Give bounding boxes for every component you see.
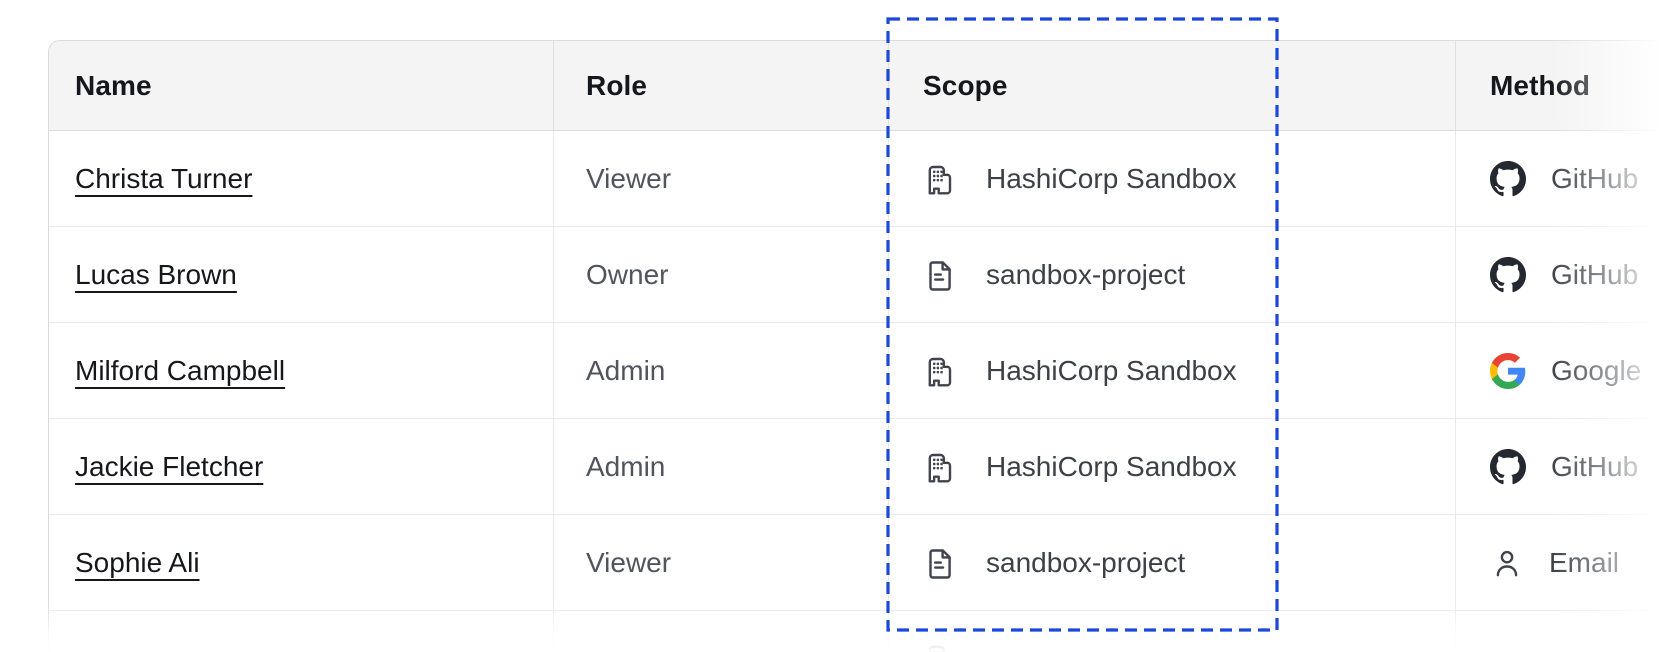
column-header-label: Name — [75, 69, 152, 101]
role-cell — [554, 611, 889, 652]
file-text-icon — [929, 260, 951, 291]
scope-icon-slot — [923, 450, 957, 484]
name-cell: Christa Turner — [49, 131, 554, 226]
method-icon-slot — [1490, 352, 1526, 389]
member-name-link[interactable]: Sophie Ali — [75, 546, 200, 578]
method-icon-slot — [1490, 448, 1526, 485]
column-header-name: Name — [49, 41, 554, 130]
github-icon — [1490, 448, 1526, 484]
column-header-label: Role — [586, 69, 648, 101]
member-role: Admin — [586, 354, 666, 386]
role-cell: Admin — [554, 323, 889, 418]
organization-icon — [928, 165, 952, 194]
method-cell: Google — [1456, 323, 1672, 418]
table-row: Sophie Ali Viewer sandbox-project Email — [49, 515, 1672, 611]
method-label: GitHub — [1551, 450, 1639, 482]
member-name-link[interactable]: Jackie Fletcher — [75, 450, 264, 482]
role-cell: Viewer — [554, 131, 889, 226]
role-cell: Admin — [554, 419, 889, 514]
member-name-link[interactable]: Milford Campbell — [75, 354, 286, 386]
github-icon — [1490, 160, 1526, 196]
scope-icon-slot — [923, 546, 957, 580]
scope-cell: sandbox-project — [889, 227, 1456, 322]
table-body: Christa Turner Viewer HashiCorp Sandbox — [49, 131, 1672, 652]
table-header-row: Name Role Scope Method — [49, 41, 1672, 131]
scope-label: sandbox-project — [986, 546, 1186, 578]
organization-icon — [928, 453, 952, 482]
method-label: Email — [1549, 546, 1620, 578]
name-cell: Jackie Fletcher — [49, 419, 554, 514]
organization-icon — [928, 357, 952, 386]
member-role: Viewer — [586, 546, 672, 578]
table-row: Lucas Brown Owner sandbox-project GitHub — [49, 227, 1672, 323]
table-row — [49, 611, 1672, 652]
scope-cell — [889, 611, 1456, 652]
member-role: Owner — [586, 258, 669, 290]
member-name-link[interactable]: Christa Turner — [75, 162, 253, 194]
member-role: Admin — [586, 450, 666, 482]
column-header-scope: Scope — [889, 41, 1456, 130]
scope-icon-slot — [923, 354, 957, 388]
method-label: Google — [1551, 354, 1642, 386]
scope-label: HashiCorp Sandbox — [986, 450, 1237, 482]
table-row: Milford Campbell Admin HashiCorp Sandbox — [49, 323, 1672, 419]
table-row: Christa Turner Viewer HashiCorp Sandbox — [49, 131, 1672, 227]
scope-icon-slot — [923, 642, 957, 652]
method-icon-slot — [1490, 160, 1526, 197]
github-icon — [1490, 256, 1526, 292]
method-icon-slot — [1490, 546, 1524, 580]
name-cell — [49, 611, 554, 652]
method-cell: Email — [1456, 515, 1672, 610]
column-header-label: Scope — [923, 69, 1008, 101]
method-cell: GitHub — [1456, 227, 1672, 322]
method-icon-slot — [1490, 256, 1526, 293]
method-cell: GitHub — [1456, 419, 1672, 514]
table-row: Jackie Fletcher Admin HashiCorp Sandbox — [49, 419, 1672, 515]
column-header-role: Role — [554, 41, 889, 130]
column-header-method: Method — [1456, 41, 1672, 130]
name-cell: Milford Campbell — [49, 323, 554, 418]
google-icon — [1490, 352, 1526, 389]
organization-icon — [928, 645, 945, 652]
method-cell — [1456, 611, 1672, 652]
scope-cell: sandbox-project — [889, 515, 1456, 610]
scope-icon-slot — [923, 162, 957, 196]
scope-label: sandbox-project — [986, 258, 1186, 290]
scope-cell: HashiCorp Sandbox — [889, 131, 1456, 226]
scope-cell: HashiCorp Sandbox — [889, 419, 1456, 514]
scope-label: HashiCorp Sandbox — [986, 354, 1237, 386]
member-role: Viewer — [586, 162, 672, 194]
scope-icon-slot — [923, 258, 957, 292]
method-label: GitHub — [1551, 162, 1639, 194]
method-label: GitHub — [1551, 258, 1639, 290]
scope-cell: HashiCorp Sandbox — [889, 323, 1456, 418]
column-header-label: Method — [1490, 69, 1591, 101]
role-cell: Owner — [554, 227, 889, 322]
method-cell: GitHub — [1456, 131, 1672, 226]
member-name-link[interactable]: Lucas Brown — [75, 258, 237, 290]
person-icon — [1496, 550, 1518, 576]
name-cell: Lucas Brown — [49, 227, 554, 322]
scope-label: HashiCorp Sandbox — [986, 162, 1237, 194]
name-cell: Sophie Ali — [49, 515, 554, 610]
file-text-icon — [929, 548, 951, 579]
members-table: Name Role Scope Method Christa Turner Vi… — [48, 40, 1672, 652]
role-cell: Viewer — [554, 515, 889, 610]
